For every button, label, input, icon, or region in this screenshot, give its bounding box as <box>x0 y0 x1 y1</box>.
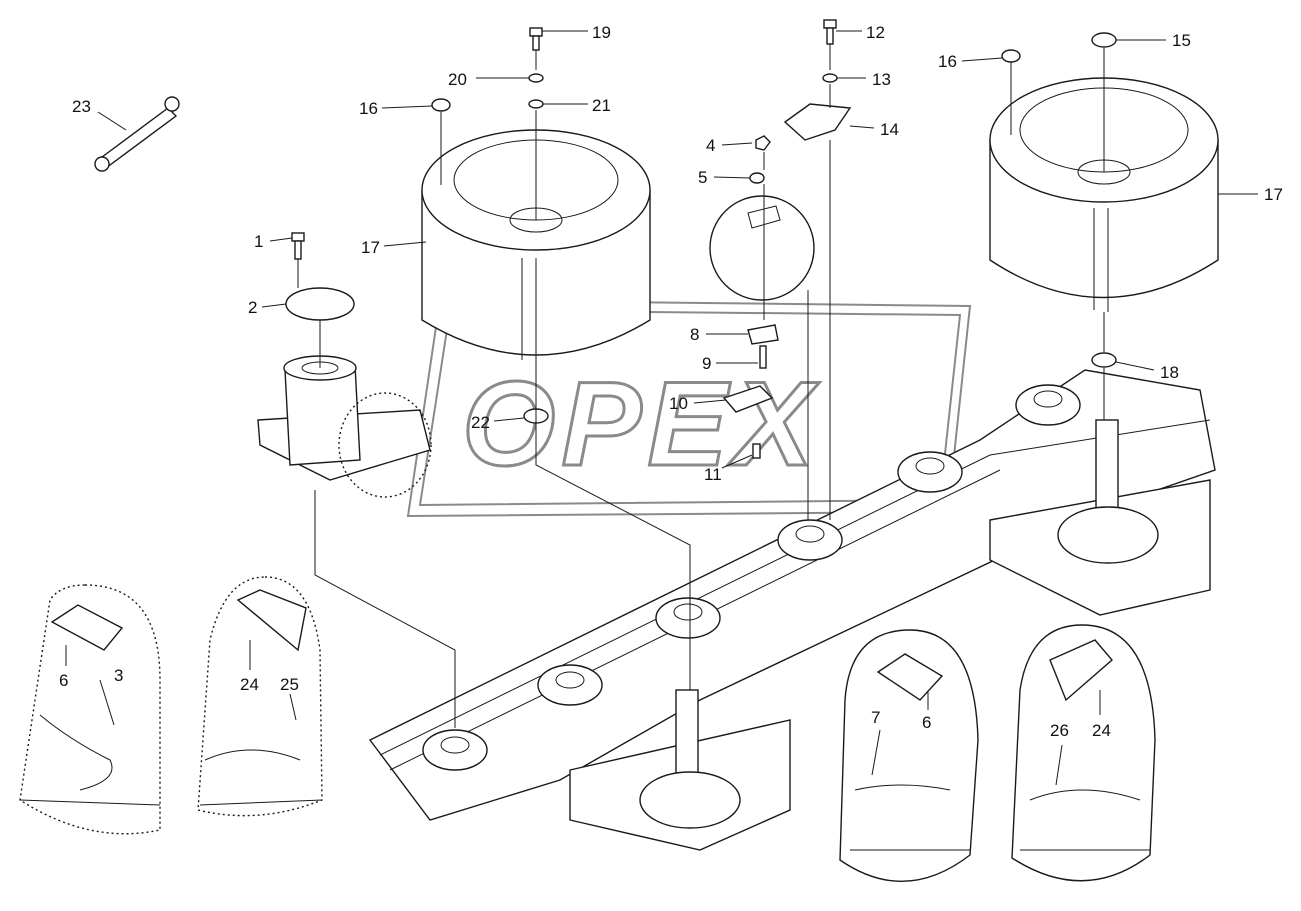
callout-13: 13 <box>872 70 891 89</box>
watermark-text: OPEX <box>462 357 820 491</box>
callout-2: 2 <box>248 298 257 317</box>
callout-17-right: 17 <box>1264 185 1283 204</box>
left-cone-hub <box>257 355 432 498</box>
callout-25: 25 <box>280 675 299 694</box>
callout-14: 14 <box>880 120 899 139</box>
callout-9: 9 <box>702 354 711 373</box>
cutter-bar <box>368 369 1216 851</box>
callout-1: 1 <box>254 232 263 251</box>
callout-11: 11 <box>704 465 722 484</box>
callout-20: 20 <box>448 70 467 89</box>
detail-insets <box>19 576 1156 883</box>
routing-lines <box>297 44 1105 728</box>
callout-15: 15 <box>1172 31 1191 50</box>
callout-21: 21 <box>592 96 611 115</box>
callout-23: 23 <box>72 97 91 116</box>
callout-10: 10 <box>669 394 688 413</box>
callout-26: 26 <box>1050 721 1069 740</box>
leader-lines <box>65 30 1258 786</box>
watermark: OPEX <box>406 298 972 518</box>
callout-4: 4 <box>706 136 715 155</box>
callout-7: 7 <box>871 708 880 727</box>
callout-8: 8 <box>690 325 699 344</box>
callout-12: 12 <box>866 23 885 42</box>
callout-6-inset-1: 6 <box>59 671 68 690</box>
callout-24-inset-2: 24 <box>240 675 259 694</box>
callout-6-inset-3: 6 <box>922 713 931 732</box>
callout-22: 22 <box>471 413 490 432</box>
small-parts <box>94 19 1117 459</box>
callout-16-left: 16 <box>359 99 378 118</box>
callout-19: 19 <box>592 23 611 42</box>
callout-18: 18 <box>1160 363 1179 382</box>
callout-labels: 1 2 3 4 5 6 6 7 8 9 10 11 12 13 14 15 16… <box>59 23 1283 740</box>
callout-5: 5 <box>698 168 707 187</box>
callout-3: 3 <box>114 666 123 685</box>
callout-24-inset-4: 24 <box>1092 721 1111 740</box>
callout-16-right: 16 <box>938 52 957 71</box>
callout-17-left: 17 <box>361 238 380 257</box>
